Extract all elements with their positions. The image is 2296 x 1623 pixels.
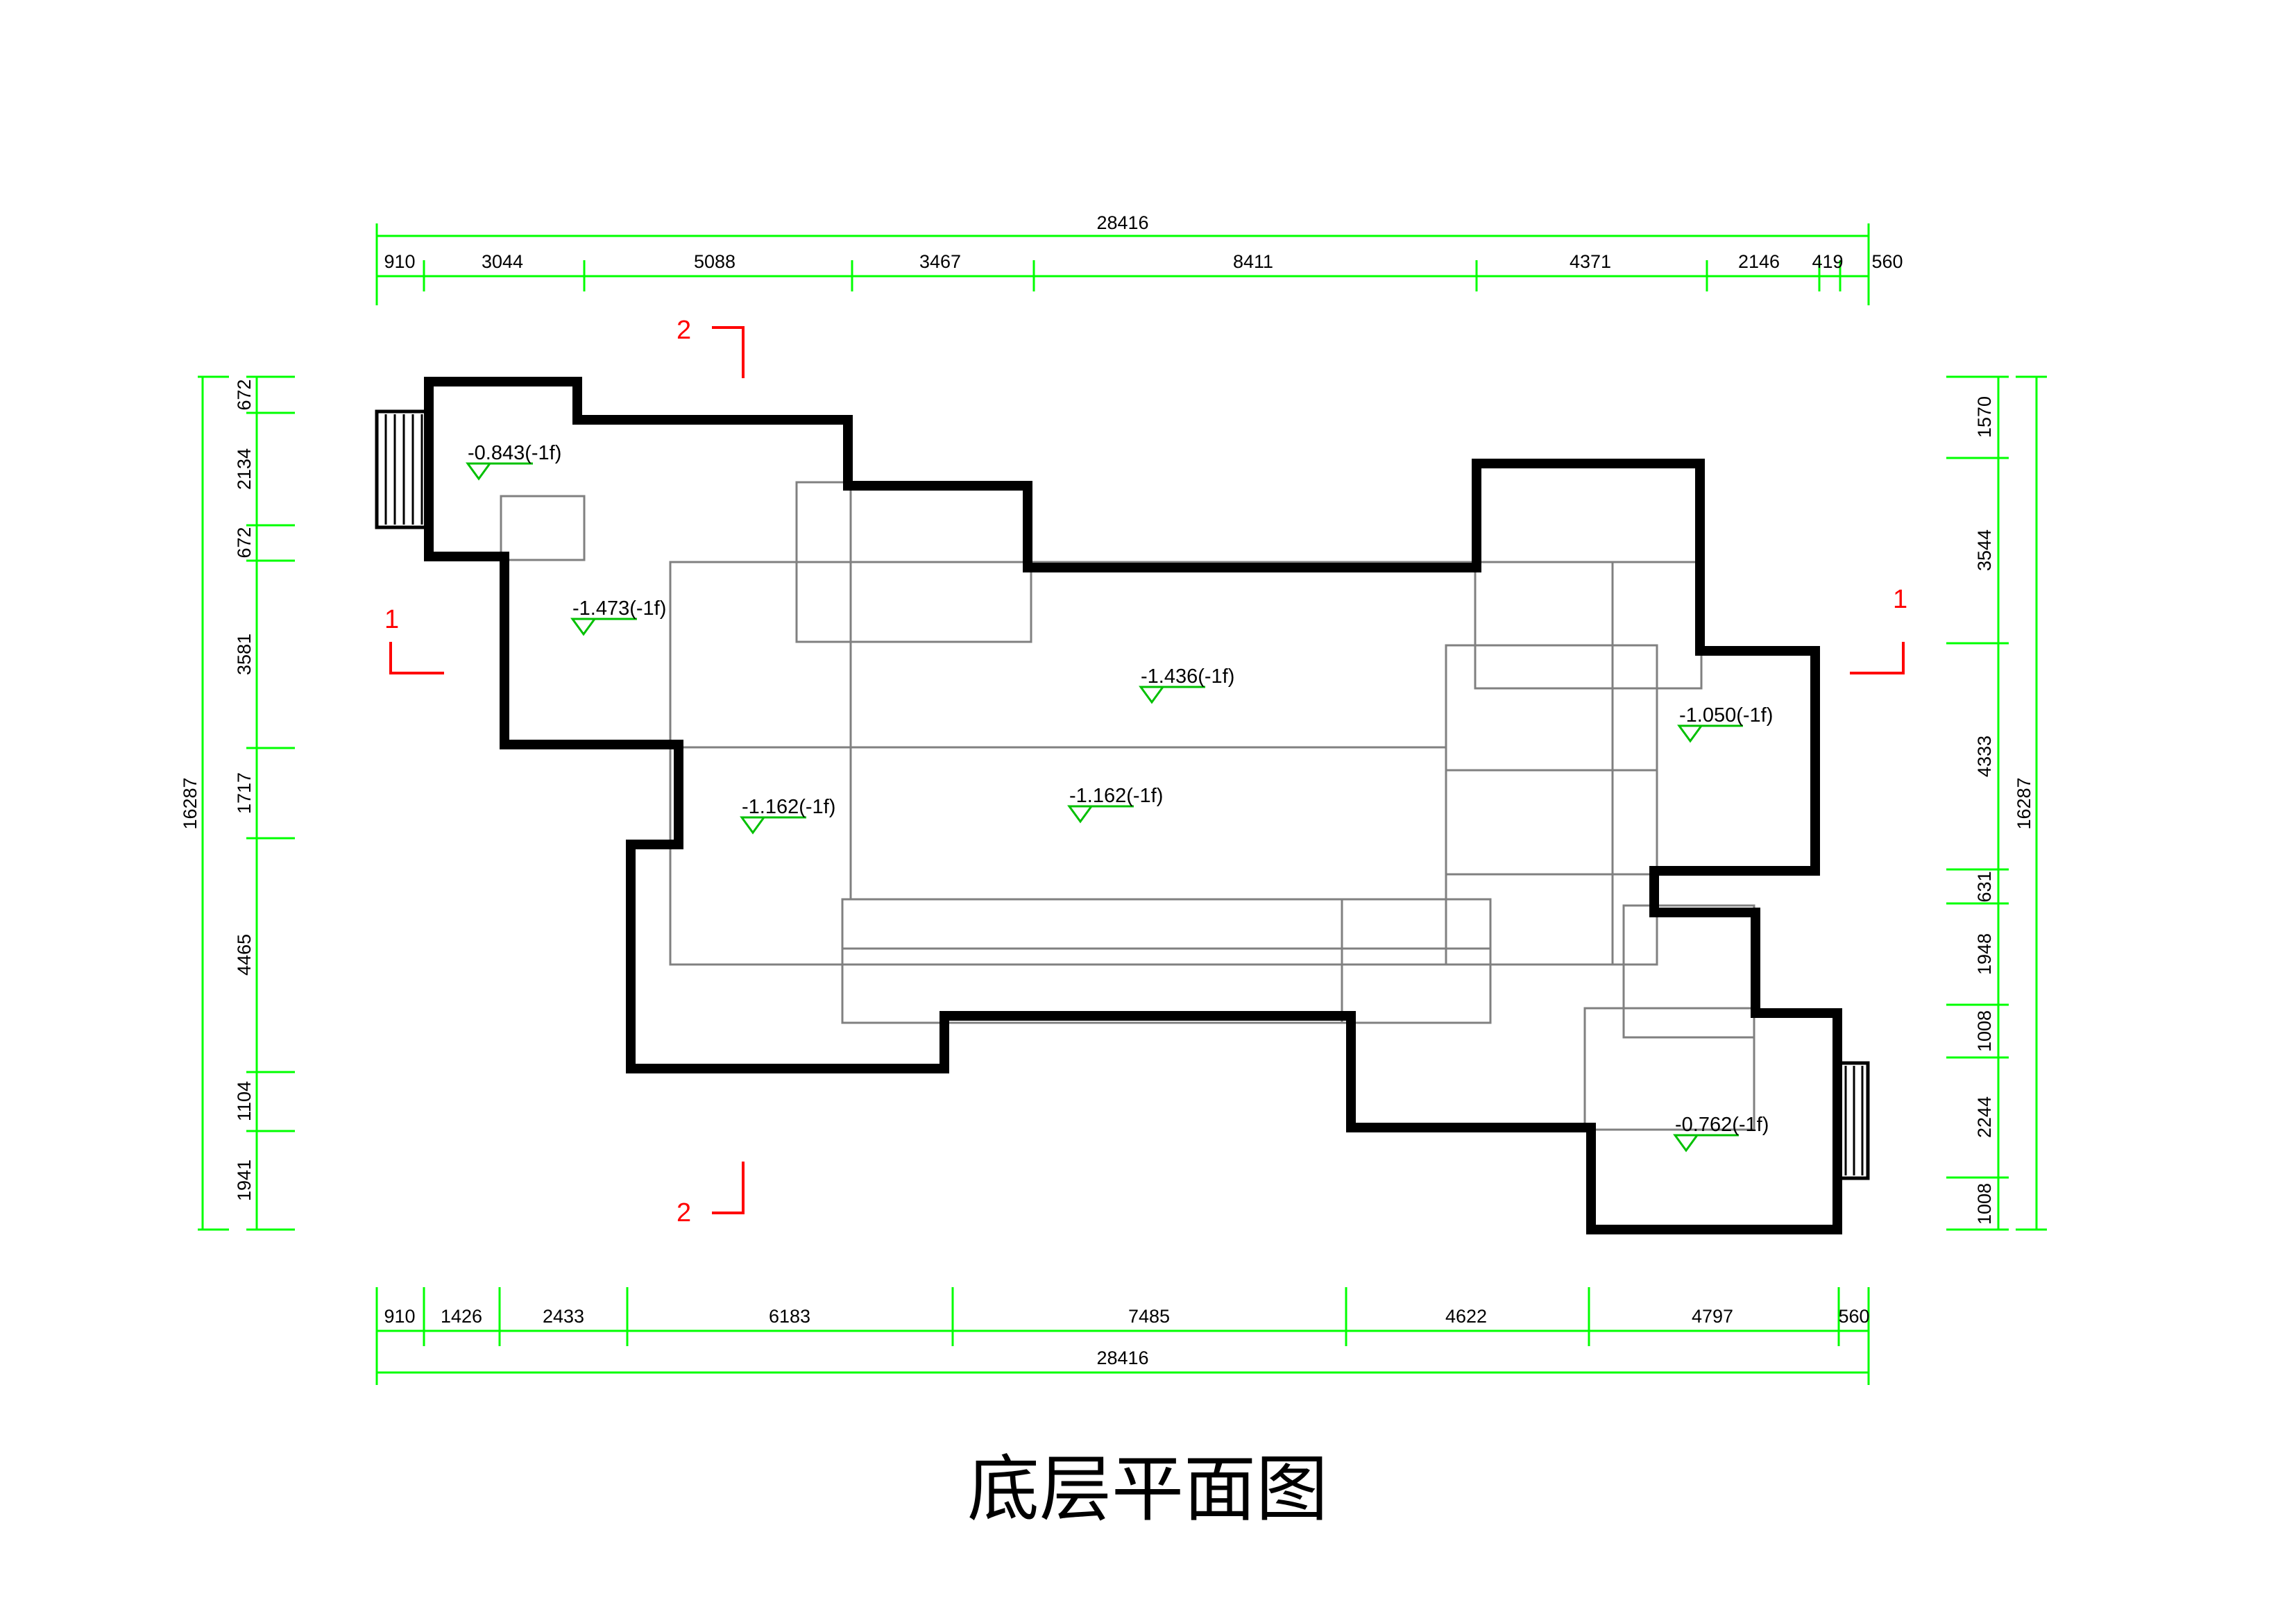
dim-right-total: 16287 <box>2014 777 2034 829</box>
section-mark-2-bottom <box>712 1162 745 1214</box>
level-marker <box>1673 1134 1739 1153</box>
level-label: -1.436(-1f) <box>1141 665 1234 688</box>
dim-top-seg: 3044 <box>482 251 523 272</box>
room-southeast <box>1622 904 1755 1039</box>
level-label: -1.473(-1f) <box>572 597 666 620</box>
dim-bottom-seg: 2433 <box>543 1306 584 1327</box>
south-terrace <box>841 898 1492 1024</box>
dim-top-total: 28416 <box>1096 212 1148 233</box>
dim-bottom-seg: 560 <box>1838 1306 1869 1327</box>
section-label-1-right: 1 <box>1893 585 1907 614</box>
dim-right-seg: 631 <box>1974 871 1995 902</box>
section-label-2-bottom: 2 <box>677 1198 691 1227</box>
section-mark-2-top <box>712 326 745 378</box>
dim-bottom-seg: 4797 <box>1692 1306 1733 1327</box>
dim-left-seg: 1717 <box>234 772 255 814</box>
level-label: -0.762(-1f) <box>1675 1114 1769 1136</box>
dim-left-seg: 672 <box>234 379 255 410</box>
dim-top-seg: 5088 <box>694 251 735 272</box>
stair-right <box>1835 1061 1870 1180</box>
dim-right-seg: 1008 <box>1974 1183 1995 1225</box>
dim-left-seg: 672 <box>234 527 255 558</box>
dim-left-seg: 3581 <box>234 634 255 675</box>
dim-right-seg: 4333 <box>1974 736 1995 777</box>
dim-top-seg: 8411 <box>1233 251 1273 272</box>
drawing-title: 底层平面图 <box>967 1447 1328 1531</box>
dimension-lines <box>198 223 2047 1385</box>
dim-bottom-seg: 7485 <box>1128 1306 1170 1327</box>
dim-left-seg: 1104 <box>234 1081 255 1121</box>
level-marker <box>570 618 637 636</box>
dim-top-seg: 910 <box>384 251 415 272</box>
dim-right-seg: 1948 <box>1974 933 1995 975</box>
level-markers <box>466 462 1743 1153</box>
level-marker <box>1677 724 1743 743</box>
section-marks <box>389 326 1905 1214</box>
dim-top-seg: 560 <box>1871 251 1903 272</box>
dim-top-seg: 419 <box>1812 251 1843 272</box>
dim-right-seg: 1008 <box>1974 1010 1995 1052</box>
east-block <box>1445 644 1658 876</box>
dim-left-seg: 1941 <box>234 1159 255 1201</box>
dim-top-seg: 2146 <box>1738 251 1780 272</box>
level-label: -1.162(-1f) <box>742 796 835 818</box>
level-label: -1.162(-1f) <box>1069 785 1163 807</box>
section-label-2-top: 2 <box>677 316 691 345</box>
stair-left <box>375 409 431 529</box>
dim-right-seg: 1570 <box>1974 396 1995 438</box>
section-mark-1-left <box>389 642 444 674</box>
dim-bottom-total: 28416 <box>1096 1348 1148 1368</box>
dim-right-seg: 2244 <box>1974 1096 1995 1138</box>
section-mark-1-right <box>1850 642 1905 674</box>
interior-lines <box>500 481 1755 1131</box>
dim-top-seg: 3467 <box>919 251 961 272</box>
level-marker <box>1139 686 1205 704</box>
level-marker <box>466 462 533 481</box>
level-marker <box>740 816 806 835</box>
dim-left-total: 16287 <box>180 777 201 829</box>
central-hall <box>669 561 1614 966</box>
dim-left-seg: 4465 <box>234 934 255 976</box>
east-mid-room <box>1445 769 1658 966</box>
dim-bottom-seg: 4622 <box>1445 1306 1487 1327</box>
section-label-1-left: 1 <box>384 605 399 634</box>
dim-bottom-seg: 6183 <box>769 1306 810 1327</box>
dim-bottom-seg: 1426 <box>441 1306 482 1327</box>
level-label: -1.050(-1f) <box>1679 704 1773 726</box>
dim-bottom-seg: 910 <box>384 1306 415 1327</box>
east-upper-room <box>1474 561 1703 690</box>
level-labels: -0.843(-1f) -1.473(-1f) -1.436(-1f) -1.0… <box>468 442 1773 1136</box>
dim-top-seg: 4371 <box>1570 251 1611 272</box>
room-upper-left <box>500 495 586 561</box>
room-southeast-inner <box>1583 1007 1755 1131</box>
dim-right-seg: 3544 <box>1974 529 1995 571</box>
level-marker <box>1067 805 1134 824</box>
level-label: -0.843(-1f) <box>468 442 561 464</box>
exterior-wall <box>424 377 1842 1234</box>
dim-left-seg: 2134 <box>234 448 255 490</box>
